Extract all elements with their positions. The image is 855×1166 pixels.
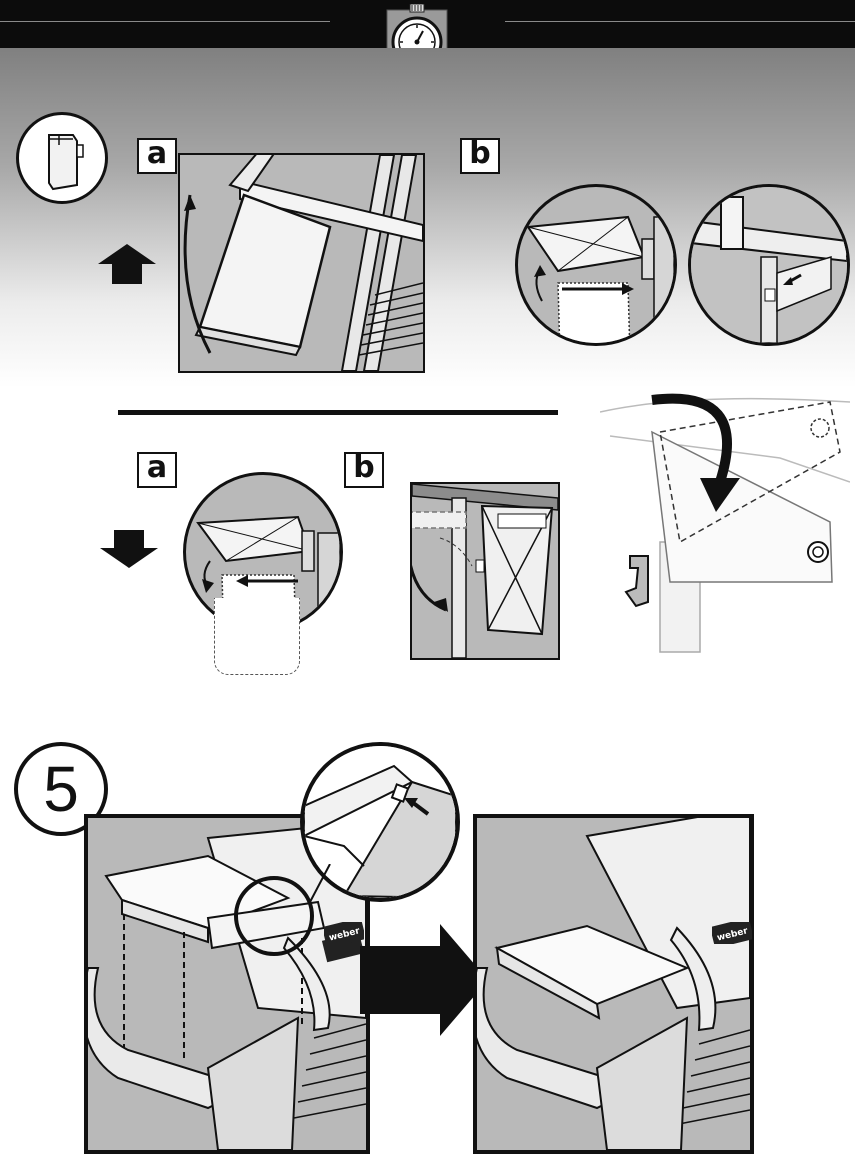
header-rule-right [505, 21, 855, 22]
step-a-label: a [137, 138, 177, 174]
step-b-label-lower: b [344, 452, 384, 488]
side-table-lift-panel [178, 153, 425, 373]
section-divider [118, 410, 558, 415]
side-table-hinge-circle [515, 184, 677, 346]
weber-logo-installed: weber [712, 922, 752, 944]
part-detail-circle [16, 112, 108, 204]
bracket-detail-circle [688, 184, 850, 346]
arrow-up-icon [98, 244, 156, 284]
bracket-rotation-diagram [600, 392, 850, 654]
arrow-down-icon [100, 530, 158, 568]
header-rule-left [0, 21, 330, 22]
step-a-label-lower: a [137, 452, 177, 488]
side-table-fold-panel [410, 482, 560, 660]
arrow-right-icon [360, 924, 488, 1036]
weber-logo: weber [324, 922, 364, 944]
drip-tray-outline [214, 598, 300, 675]
side-table-installed-panel [473, 814, 754, 1154]
callout-leader [300, 864, 360, 904]
step-b-label: b [460, 138, 500, 174]
